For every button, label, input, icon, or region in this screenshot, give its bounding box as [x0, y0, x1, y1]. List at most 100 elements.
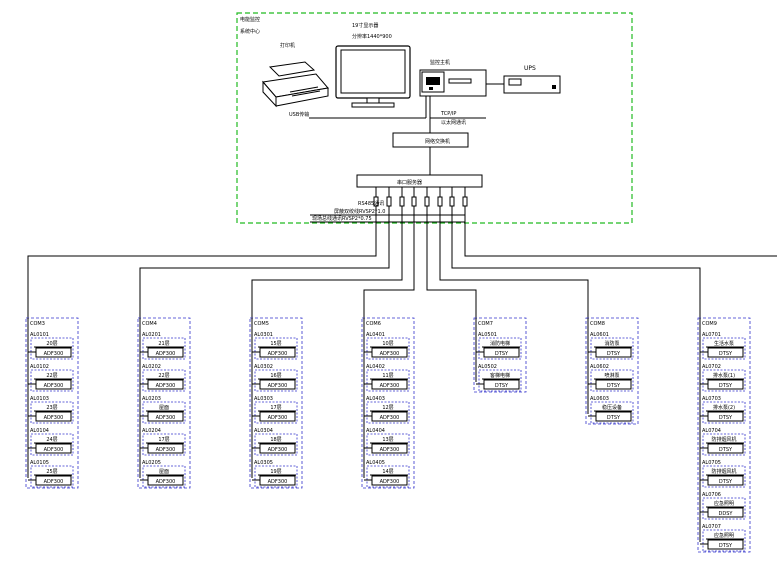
meter-box	[707, 379, 744, 390]
device-frame	[366, 369, 410, 392]
device-name: 25层	[46, 469, 57, 475]
device-name: 排水泵(1)	[713, 372, 735, 379]
meter-model: ADF300	[44, 415, 64, 421]
serial-server	[356, 174, 483, 188]
device-id: AL0204	[142, 428, 161, 434]
meter-box	[35, 379, 72, 390]
meter-box	[707, 443, 744, 454]
device-group-header: COM9	[702, 321, 717, 327]
bus-label-rs485: RS485通讯	[358, 200, 384, 207]
device-id: AL0707	[702, 524, 721, 530]
meter-model: ADF300	[380, 383, 400, 389]
bus-trunk-line	[139, 225, 390, 318]
meter-box	[259, 443, 296, 454]
meter-model: ADF300	[268, 351, 288, 357]
device-id: AL0601	[590, 332, 609, 338]
device-name: 10层	[382, 341, 393, 347]
bus-label-fieldbus: 现场总线通讯RVSP2*0.75	[312, 215, 372, 222]
device-frame	[702, 529, 746, 552]
device-id: AL0103	[30, 396, 49, 402]
device-frame	[702, 337, 746, 360]
device-name: 客梯电梯	[490, 372, 510, 379]
device-group-com4: COM4AL020121层ADF300AL020222层ADF300AL0203…	[137, 317, 191, 489]
control-room-sublabel: 系统中心	[240, 28, 260, 35]
device-name: 18层	[270, 437, 281, 443]
device-meter[interactable]: AL0204 17层 ADF300	[140, 428, 186, 456]
device-group-header: COM6	[366, 321, 381, 327]
device-frame	[590, 337, 634, 360]
device-id: AL0502	[478, 364, 497, 370]
device-id: AL0703	[702, 396, 721, 402]
device-id: AL0104	[30, 428, 49, 434]
meter-model: DTSY	[719, 383, 733, 389]
device-name: 喷淋泵	[604, 372, 619, 379]
device-group-header: COM5	[254, 321, 269, 327]
bus-trunks	[27, 225, 777, 318]
meter-box	[147, 379, 184, 390]
bus-trunk-line	[251, 225, 403, 318]
device-frame	[142, 369, 186, 392]
device-frame	[30, 465, 74, 488]
switch-label: 网络交换机	[425, 138, 450, 145]
device-group-frame	[473, 317, 527, 393]
port-fuse	[399, 196, 405, 207]
meter-model: ADF300	[156, 447, 176, 453]
device-frame	[702, 401, 746, 424]
host-label: 监控主机	[430, 59, 450, 66]
device-id: AL0602	[590, 364, 609, 370]
device-id: AL0202	[142, 364, 161, 370]
meter-box	[707, 475, 744, 486]
meter-box	[707, 539, 744, 550]
device-name: 16层	[270, 373, 281, 379]
meter-model: ADF300	[44, 479, 64, 485]
tcpip-label: TCP/IP	[440, 111, 456, 117]
device-id: AL0702	[702, 364, 721, 370]
device-frame	[478, 337, 522, 360]
device-group-com3: COM3AL010120层ADF300AL010222层ADF300AL0103…	[25, 317, 79, 489]
device-name: 生活水泵	[714, 340, 734, 347]
monitor-label: 19寸显示器	[352, 22, 378, 29]
device-columns: COM3AL010120层ADF300AL010222层ADF300AL0103…	[25, 317, 751, 553]
device-name: 17层	[158, 437, 169, 443]
device-name: 防排烟风机	[711, 436, 736, 443]
meter-model: DTSY	[719, 351, 733, 357]
device-meter[interactable]: AL0702 排水泵(1) DTSY	[700, 364, 746, 392]
meter-box	[595, 411, 632, 422]
device-name: 消防电梯	[490, 340, 510, 347]
meter-box	[147, 347, 184, 358]
device-id: AL0706	[702, 492, 721, 498]
meter-box	[707, 507, 744, 518]
meter-model: ADF300	[44, 447, 64, 453]
